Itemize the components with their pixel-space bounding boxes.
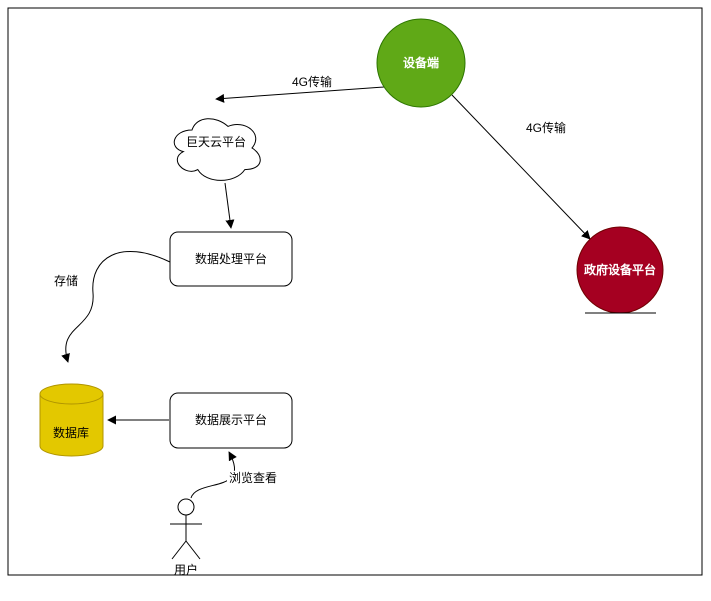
actor-figure-icon[interactable] bbox=[170, 498, 202, 560]
edge-label-store: 存储 bbox=[51, 273, 81, 289]
node-cloud-shape[interactable] bbox=[173, 118, 261, 181]
node-device-label: 设备端 bbox=[402, 55, 440, 70]
actor-label: 用户 bbox=[173, 562, 199, 577]
node-processing-box[interactable] bbox=[169, 231, 293, 287]
page-border bbox=[7, 7, 703, 576]
node-display-box[interactable] bbox=[169, 392, 293, 449]
node-government-label: 政府设备平台 bbox=[583, 262, 657, 277]
node-display-label: 数据展示平台 bbox=[194, 412, 268, 427]
edge-user-to-display[interactable] bbox=[190, 451, 237, 499]
node-processing-label: 数据处理平台 bbox=[194, 251, 268, 266]
node-cloud-label: 巨天云平台 bbox=[185, 134, 247, 149]
node-database-label: 数据库 bbox=[52, 425, 90, 440]
node-database-cylinder[interactable] bbox=[39, 383, 104, 457]
edge-label-4g-to-government: 4G传输 bbox=[523, 120, 569, 136]
edge-device-to-cloud[interactable] bbox=[215, 86, 385, 103]
edge-device-to-government[interactable] bbox=[451, 94, 591, 240]
edge-label-browse: 浏览查看 bbox=[226, 470, 280, 486]
edge-cloud-to-processing[interactable] bbox=[224, 182, 235, 229]
node-device-circle[interactable] bbox=[376, 18, 466, 108]
edge-processing-to-database[interactable] bbox=[61, 251, 171, 363]
database-cylinder-lip bbox=[39, 393, 104, 405]
edge-label-4g-to-cloud: 4G传输 bbox=[289, 74, 335, 90]
